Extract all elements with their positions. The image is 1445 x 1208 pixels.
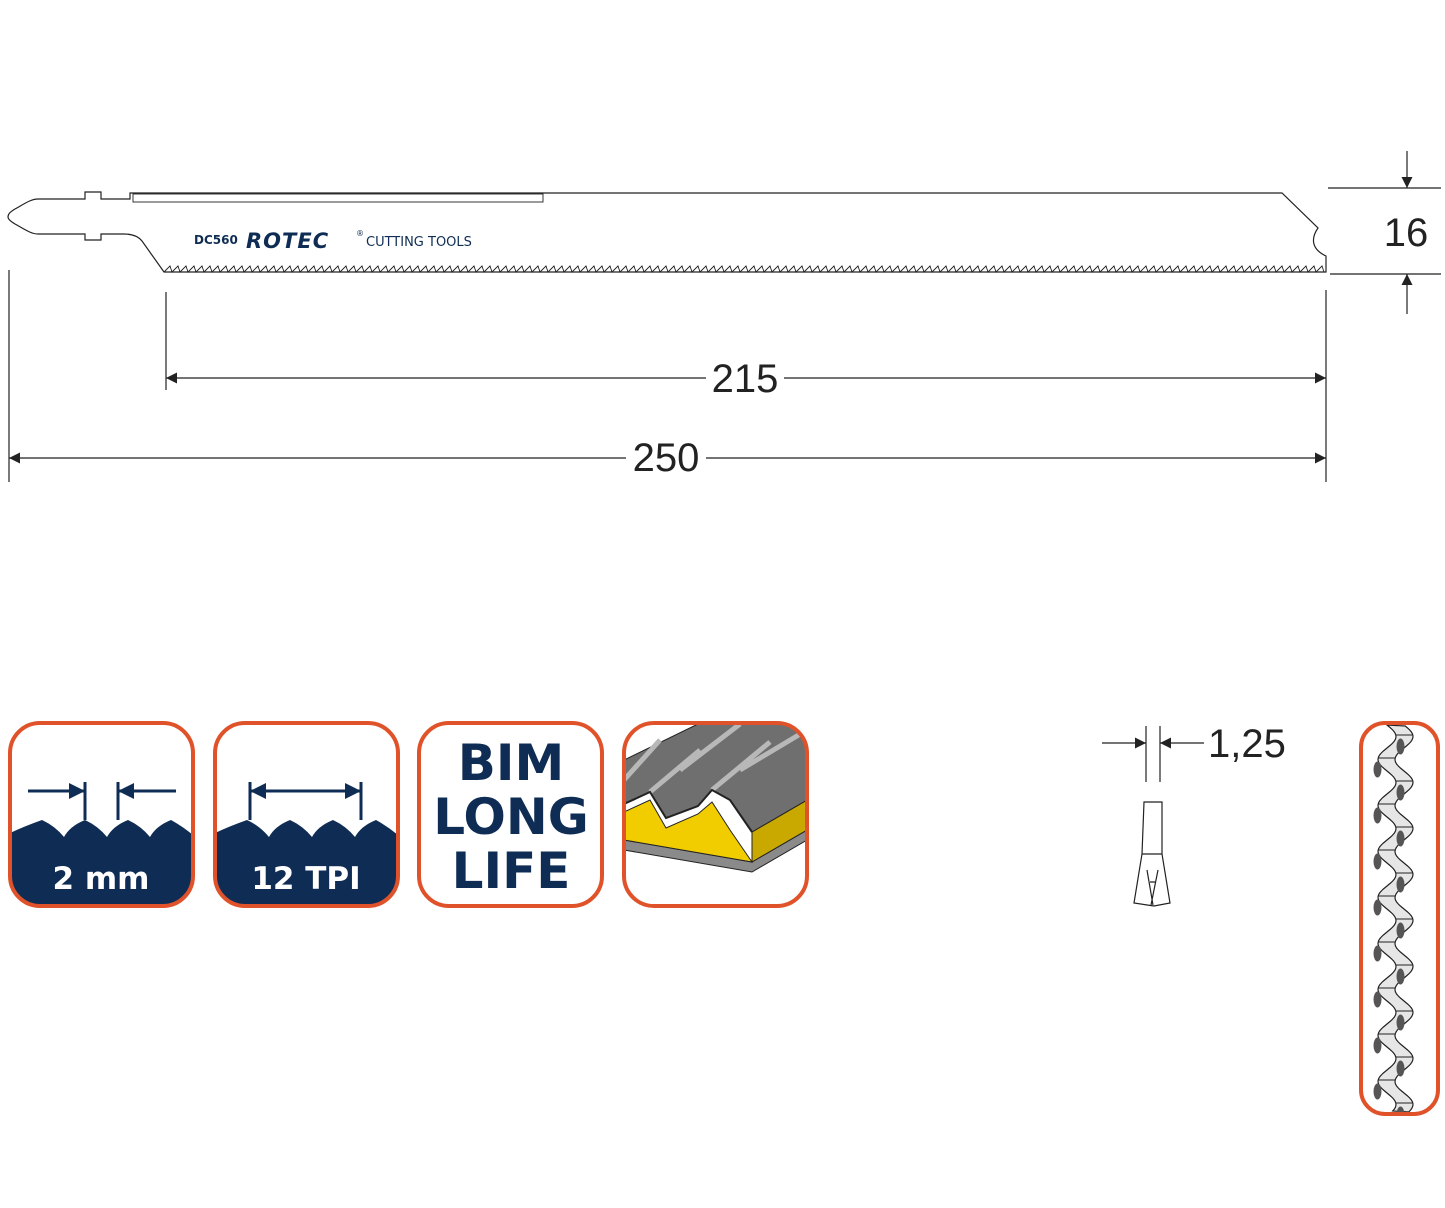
wavy-set-shadow <box>1396 784 1405 801</box>
wavy-set-shadow <box>1373 991 1382 1008</box>
bim-label: BIM <box>458 734 564 792</box>
wavy-set-shadow <box>1396 1106 1405 1114</box>
wavy-set-shadow <box>1373 1037 1382 1054</box>
total-length-value: 250 <box>633 436 700 480</box>
blade-teeth <box>163 265 1325 273</box>
brand-suffix: CUTTING TOOLS <box>366 235 472 250</box>
wavy-set-shadow <box>1373 853 1382 870</box>
wavy-set-frame <box>1359 721 1440 1116</box>
wavy-set-shadow <box>1396 830 1405 847</box>
blade-model: DC560 <box>194 233 238 247</box>
wavy-set-shadow <box>1373 899 1382 916</box>
sandwich-panel-icon <box>624 723 807 906</box>
height-value: 16 <box>1384 211 1429 255</box>
wavy-set-shadow <box>1396 1014 1405 1031</box>
badge-frame <box>417 721 604 908</box>
life-label: LIFE <box>452 842 571 900</box>
wavy-set-shadow <box>1396 968 1405 985</box>
wavy-set-shadow <box>1396 876 1405 893</box>
blade-back-strip <box>132 193 544 203</box>
length-dimensions <box>8 270 1327 482</box>
thickness-value: 1,25 <box>1208 722 1286 766</box>
wavy-set-shadow <box>1396 922 1405 939</box>
wavy-set-shadow <box>1373 945 1382 962</box>
saw-blade: DC560 ROTEC ® CUTTING TOOLS <box>7 191 1327 273</box>
teeth-per-inch-icon <box>215 820 398 906</box>
wavy-set-shadow <box>1373 807 1382 824</box>
brand-logo: ROTEC <box>246 229 329 253</box>
tpi-label: 12 TPI <box>251 861 360 897</box>
tooth-pitch-badge: 2 mm <box>8 721 195 908</box>
blade-outline <box>7 191 1327 273</box>
tpi-badge: 12 TPI <box>213 721 400 908</box>
badge-frame <box>622 721 809 908</box>
wavy-set-panel <box>1359 721 1440 1116</box>
height-dimension <box>1328 151 1441 314</box>
thickness-dimension <box>1102 726 1204 907</box>
tooth-pitch-label: 2 mm <box>53 861 150 897</box>
wavy-set-shadow <box>1396 738 1405 755</box>
bim-long-life-badge: BIM LONG LIFE <box>417 721 604 908</box>
long-label: LONG <box>433 788 588 846</box>
saw-tooth-pitch-icon <box>10 820 193 906</box>
wavy-set-shadow <box>1373 1083 1382 1100</box>
brand-registered-mark: ® <box>356 229 364 238</box>
badge-frame <box>213 721 400 908</box>
wavy-set-shadow <box>1396 1060 1405 1077</box>
blade-thickness-icon <box>1133 801 1171 907</box>
working-length-value: 215 <box>712 357 779 401</box>
badge-frame <box>8 721 195 908</box>
wavy-set-shadow <box>1373 761 1382 778</box>
sandwich-panel-badge <box>622 721 809 908</box>
